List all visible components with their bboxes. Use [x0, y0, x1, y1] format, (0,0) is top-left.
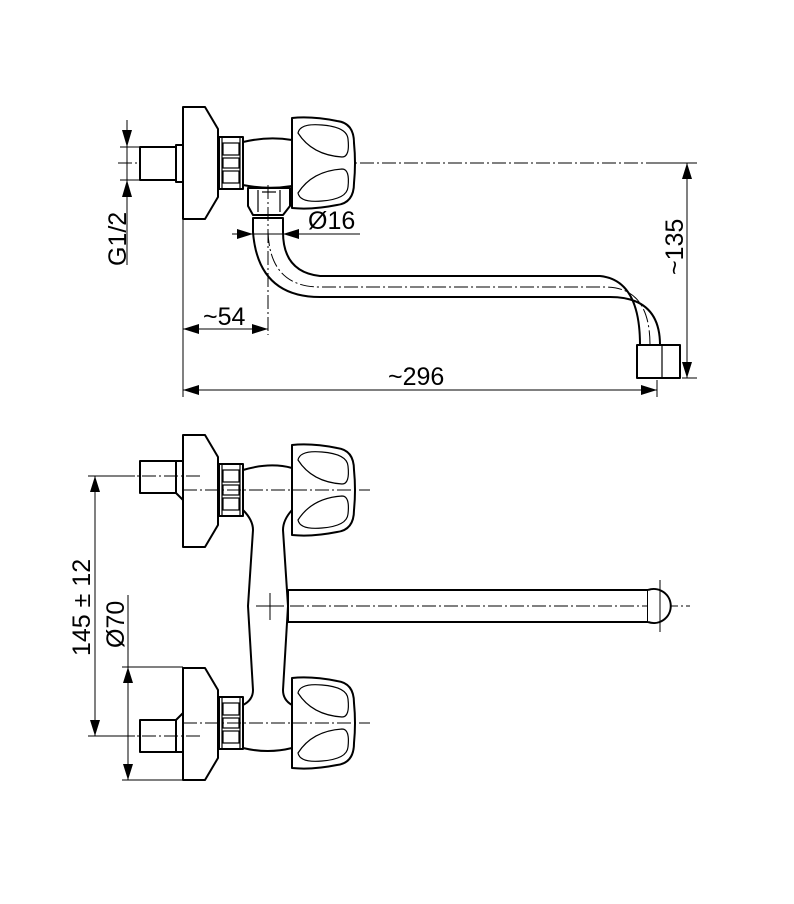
body-front — [242, 464, 293, 752]
side-view: G1/2 Ø16 ~54 ~296 ~135 — [104, 106, 697, 397]
spout-height-label: ~135 — [661, 219, 689, 275]
spout — [252, 217, 661, 346]
center-distance-label: 145 ± 12 — [68, 559, 96, 656]
inlet-stub — [139, 146, 178, 181]
pipe-diameter-label: Ø16 — [308, 207, 355, 235]
front-view: 145 ± 12 Ø70 — [68, 434, 690, 781]
thread-size-label: G1/2 — [104, 212, 132, 266]
valve-body — [242, 137, 293, 189]
outlet-offset-label: ~54 — [203, 303, 246, 331]
spout-length-label: ~296 — [388, 363, 444, 391]
outlet — [636, 344, 681, 379]
escutcheon-diameter-label: Ø70 — [102, 601, 130, 648]
